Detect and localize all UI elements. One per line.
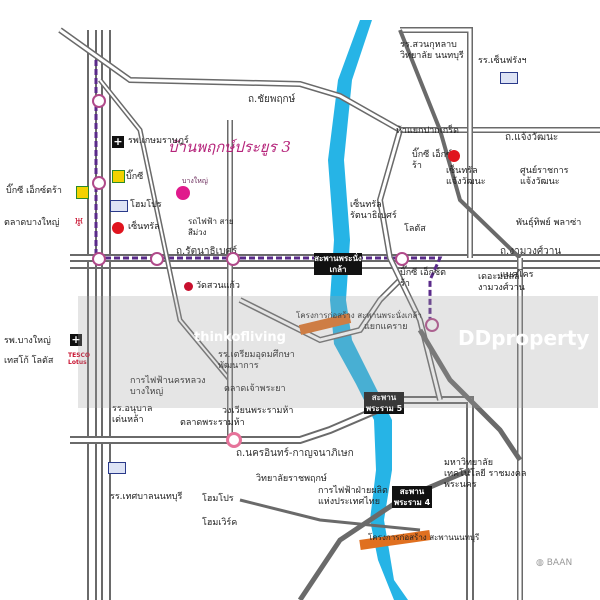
rail-station [92, 252, 106, 266]
bridge-label-rama5: สะพานพระราม 5 [364, 392, 404, 414]
bridge-label-rama4: สะพานพระราม 4 [392, 486, 432, 508]
place-bigc-extra-right: บิ๊กซี เอ็กซ์ตร้า [400, 268, 447, 289]
place-school-right-top: รร.เซ็นฟรังฯ [478, 56, 527, 66]
road-label-rattanathibet: ถ.รัตนาธิเบศร์ [176, 246, 238, 257]
rail-station [92, 94, 106, 108]
place-talad-bangyai: ตลาดบางใหญ่ [4, 218, 60, 228]
place-fashion-island: เดอะมอลล์ งามวงศ์วาน [478, 272, 525, 293]
road-label-chaiyapruek: ถ.ชัยพฤกษ์ [248, 94, 296, 105]
construction-label-top: โครงการก่อสร้าง สะพานพระนั่งเกล้า [296, 311, 422, 320]
place-train-station: รถไฟฟ้า สายสีม่วง [188, 217, 234, 237]
place-central-left: เซ็นทรัล [128, 222, 160, 232]
central-logo-icon [448, 150, 460, 162]
place-bangyai-hospital: รพ.บางใหญ่ [4, 336, 51, 346]
road-label-chaengwattana: ถ.แจ้งวัฒนะ [505, 132, 559, 143]
rail-station [226, 252, 240, 266]
place-homework: โฮมเวิร์ค [202, 518, 238, 528]
place-tha-pak-kret: ห้าแยกปากเกร็ด [396, 126, 459, 136]
place-school-suankularb: รร.สวนกุหลาบวิทยาลัย นนทบุรี [400, 40, 464, 61]
bridge-construction-bottom [359, 530, 431, 550]
bridge-label-phra-nang-klao: สะพานพระนั่งเกล้า [314, 253, 362, 275]
place-homepro-bottom: โฮมโปร [202, 494, 234, 504]
place-school-nonthaburi: รร.เทศบาลนนทบุรี [110, 492, 183, 502]
project-location-pin [176, 186, 190, 200]
place-kasem-hospital: รพ.เกษมราษฎร์ [128, 136, 189, 146]
rail-station [425, 318, 439, 332]
place-pantip: พันธุ์ทิพย์ พลาซ่า [516, 218, 582, 228]
place-makro: แมคโคร [500, 270, 534, 280]
watermark-band: thinkofliving DDproperty [78, 296, 598, 408]
temple-pin-icon [184, 282, 193, 291]
bigc-extra-logo-icon [76, 186, 89, 199]
rail-station [395, 252, 409, 266]
kanchanaphisek-road [87, 30, 111, 600]
school-logo-icon [500, 72, 518, 84]
place-wat-suan-kaew: วัดสวนแก้ว [196, 281, 240, 291]
place-bigc-extra-left: บิ๊กซี เอ็กซ์ตร้า [6, 186, 62, 196]
place-tesco-lotus-left: เทสโก้ โลตัส [4, 356, 54, 366]
hospital-icon: + [112, 135, 124, 148]
watermark-left-text: thinkofliving [194, 330, 286, 345]
place-egat-bottom: การไฟฟ้าฝ่ายผลิต แห่งประเทศไทย [318, 486, 388, 507]
place-homepro-left: โฮมโปร [130, 200, 162, 210]
bigc-logo-icon [112, 170, 125, 183]
place-central-chaengwattana: เซ็นทรัล แจ้งวัฒนะ [446, 166, 486, 187]
place-bigc-right: บิ๊กซี เอ็กซ์ตร้า [412, 150, 459, 171]
hospital-icon: + [70, 333, 82, 346]
place-bigc: บิ๊กซี [126, 172, 144, 182]
expressway-2 [398, 29, 522, 260]
central-logo-icon [112, 222, 124, 234]
homepro-logo-icon [110, 200, 128, 212]
roundabout-marker [226, 432, 242, 448]
place-tesco-right: โลตัส [404, 224, 426, 234]
corner-watermark-logo: ◍ BAAN [536, 558, 573, 568]
project-subtitle: บางใหญ่ [182, 177, 208, 185]
place-talad-rama5: ตลาดพระรามห้า [180, 418, 245, 428]
place-school-anuban: รร.อนุบาล เด่นหล้า [112, 404, 153, 425]
place-vittaya: วิทยาลัยราชพฤกษ์ [256, 474, 327, 484]
purple-line-rail [94, 60, 443, 330]
place-khae-rai: แยกแคราย [364, 322, 408, 332]
road-label-nakhon-in: ถ.นครอินทร์-กาญจนาภิเษก [236, 448, 354, 459]
chao-phraya-river [328, 20, 408, 600]
bridge-construction-top [298, 313, 352, 335]
place-school-triam: รร.เตรียมอุดมศึกษา พัฒนาการ [218, 350, 295, 371]
bottom-road-2 [239, 498, 421, 532]
bottom-road [297, 467, 471, 600]
market-cart-icon: ♅ [74, 216, 84, 229]
construction-label-bottom: โครงการก่อสร้าง สะพานนนทบุรี [368, 533, 480, 542]
place-talad-chaophraya: ตลาดเจ้าพระยา [224, 384, 286, 394]
place-egat-bangyai: การไฟฟ้านครหลวง บางใหญ่ [130, 376, 206, 397]
rail-station [92, 176, 106, 190]
school-logo-icon [108, 462, 126, 474]
project-name: บ้านพฤกษ์ประยูร 3 [168, 138, 291, 156]
place-government-center: ศูนย์ราชการ แจ้งวัฒนะ [520, 166, 569, 187]
road-label-ngamwongwan: ถ.งามวงศ์วาน [500, 246, 562, 257]
place-central-rattanathibet: เซ็นทรัล รัตนาธิเบศร์ [350, 200, 397, 221]
place-rajamangala: มหาวิทยาลัยเทคโนโลยี ราชมงคลพระนคร [444, 458, 527, 490]
phibun-road [417, 328, 523, 462]
place-wongwian: วงเวียนพระรามห้า [222, 406, 294, 416]
watermark-ddproperty: DDproperty [458, 326, 590, 350]
rail-station [150, 252, 164, 266]
